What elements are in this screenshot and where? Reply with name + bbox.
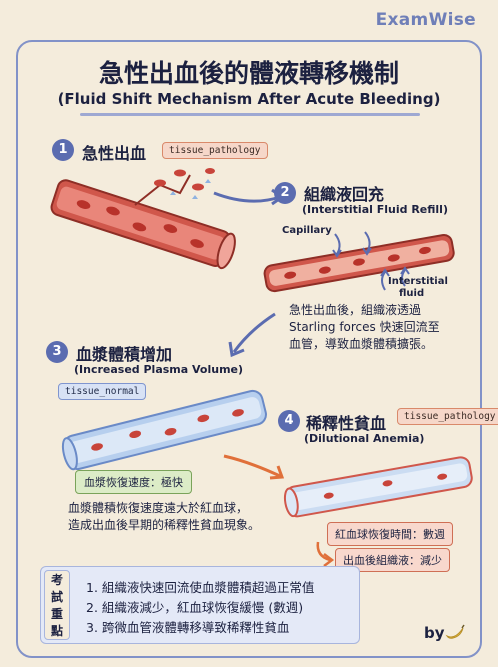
exam-points-box [40,566,360,644]
step-2-desc-line-3: 血管，導致血漿體積擴張。 [289,337,434,351]
step-3-desc-line-2: 造成出血後早期的稀釋性貧血現象。 [68,518,261,532]
step-3-desc-line-1: 血漿體積恢復速度遠大於紅血球， [68,501,249,515]
step-2-number: 2 [274,182,296,204]
brand-logo: ExamWise [375,10,476,30]
step-3-subtitle: (Increased Plasma Volume) [74,363,244,376]
step-4-number: 4 [278,410,300,432]
step-4-tag: tissue_pathology [397,408,498,425]
exam-point-1: 1. 組織液快速回流使血漿體積超過正常值 [86,580,315,595]
capillary-label: Capillary [282,225,332,236]
step-2-subtitle: (Interstitial Fluid Refill) [302,203,448,216]
step-1-tag: tissue_pathology [162,142,268,159]
exam-label-char-4: 點 [50,624,63,638]
bleeding-vessel-illustration [50,168,236,270]
step-2-desc-line-1: 急性出血後，組織液透過 [289,303,422,317]
arrow-rbc-to-fluid [316,541,335,567]
byline: by [424,624,445,642]
interstitial-label-2: fluid [399,288,425,299]
step-2-desc-line-2: Starling forces 快速回流至 [289,320,440,334]
dilutional-anemia-illustration [283,456,473,518]
step-4-title: 稀釋性貧血 [306,414,387,433]
arrow-3-to-4 [223,454,285,480]
exam-label-char-3: 重 [50,607,63,621]
title-underline [80,113,420,116]
page-title: 急性出血後的體液轉移機制 [98,59,399,88]
exam-point-3: 3. 跨微血管液體轉移導致稀釋性貧血 [86,620,290,635]
step-1-title: 急性出血 [82,144,147,163]
exam-points-label: 考 試 重 點 [44,570,70,640]
step-4-subtitle: (Dilutional Anemia) [304,432,425,445]
plasma-expansion-illustration [61,389,267,471]
exam-point-2: 2. 組織液減少，紅血球恢復緩慢 (數週) [86,600,304,615]
rbc-recovery-box: 紅血球恢復時間：數週 [327,522,453,546]
fluid-decrease-box: 出血後組織液：減少 [335,548,450,572]
banana-logo-icon [445,624,465,639]
step-2-title: 組織液回充 [304,185,385,204]
exam-label-char-1: 考 [50,573,63,587]
exam-label-char-2: 試 [50,590,63,604]
content-frame [16,40,482,658]
step-3-title: 血漿體積增加 [76,345,173,364]
capillary-refill-illustration [263,231,455,293]
plasma-recovery-box: 血漿恢復速度：極快 [75,470,192,494]
arrow-2-to-3 [228,312,276,358]
step-1-number: 1 [52,139,74,161]
step-3-number: 3 [46,341,68,363]
interstitial-label: Interstitial [388,276,448,287]
step-3-tag: tissue_normal [58,383,147,400]
page-subtitle: (Fluid Shift Mechanism After Acute Bleed… [57,90,441,108]
